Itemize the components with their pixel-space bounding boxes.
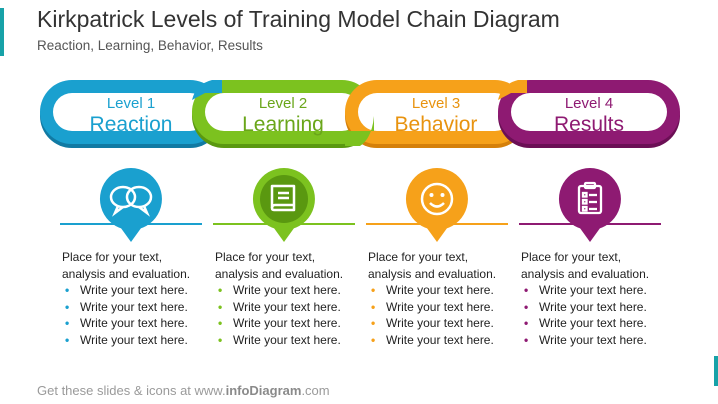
level-1-label: Level 1 Reaction	[51, 96, 211, 135]
text-column-1: Place for your text, analysis and evalua…	[62, 249, 212, 349]
chain-link-3	[345, 80, 527, 148]
level-4-label: Level 4 Results	[509, 96, 669, 135]
list-item: •Write your text here.	[371, 332, 494, 347]
edge-marker	[714, 356, 718, 386]
column-intro: Place for your text, analysis and evalua…	[521, 250, 650, 281]
list-item: •Write your text here.	[218, 283, 341, 298]
column-intro: Place for your text, analysis and evalua…	[62, 250, 191, 281]
list-item: •Write your text here.	[371, 283, 494, 298]
list-item: •Write your text here.	[65, 299, 188, 314]
list-item: •Write your text here.	[65, 332, 188, 347]
list-item: •Write your text here.	[524, 299, 647, 314]
bullet-list: •Write your text here. •Write your text …	[521, 282, 671, 348]
smiley-icon	[396, 164, 478, 246]
bullet-list: •Write your text here. •Write your text …	[368, 282, 518, 348]
list-item: •Write your text here.	[524, 316, 647, 331]
page-subtitle: Reaction, Learning, Behavior, Results	[37, 38, 263, 53]
bullet-list: •Write your text here. •Write your text …	[215, 282, 365, 348]
level-2-number: Level 2	[258, 95, 308, 112]
level-3-name: Behavior	[394, 113, 478, 136]
text-column-4: Place for your text, analysis and evalua…	[521, 249, 671, 349]
column-intro: Place for your text, analysis and evalua…	[368, 250, 497, 281]
list-item: •Write your text here.	[218, 316, 341, 331]
column-intro: Place for your text, analysis and evalua…	[215, 250, 344, 281]
chain-link-2	[192, 80, 374, 148]
clipboard-checklist-icon	[549, 164, 631, 246]
list-item: •Write your text here.	[65, 283, 188, 298]
list-item: •Write your text here.	[524, 283, 647, 298]
text-column-3: Place for your text, analysis and evalua…	[368, 249, 518, 349]
bullet-list: •Write your text here. •Write your text …	[62, 282, 212, 348]
chain-link-1	[40, 80, 222, 148]
level-3-label: Level 3 Behavior	[356, 96, 516, 135]
footer-credit: Get these slides & icons at www.infoDiag…	[37, 383, 330, 398]
list-item: •Write your text here.	[65, 316, 188, 331]
level-4-number: Level 4	[564, 95, 614, 112]
level-2-label: Level 2 Learning	[203, 96, 363, 135]
chain-link-4	[498, 80, 680, 148]
list-item: •Write your text here.	[371, 316, 494, 331]
level-1-number: Level 1	[106, 95, 156, 112]
level-4-name: Results	[553, 113, 625, 136]
footer-brand: infoDiagram	[225, 383, 302, 398]
level-3-number: Level 3	[411, 95, 461, 112]
list-item: •Write your text here.	[218, 332, 341, 347]
book-icon	[243, 164, 325, 246]
text-column-2: Place for your text, analysis and evalua…	[215, 249, 365, 349]
speech-bubbles-icon	[90, 164, 172, 246]
accent-bar	[0, 8, 4, 56]
list-item: •Write your text here.	[524, 332, 647, 347]
page-title: Kirkpatrick Levels of Training Model Cha…	[37, 6, 560, 32]
level-1-name: Reaction	[89, 113, 173, 136]
list-item: •Write your text here.	[371, 299, 494, 314]
list-item: •Write your text here.	[218, 299, 341, 314]
level-2-name: Learning	[242, 113, 324, 136]
